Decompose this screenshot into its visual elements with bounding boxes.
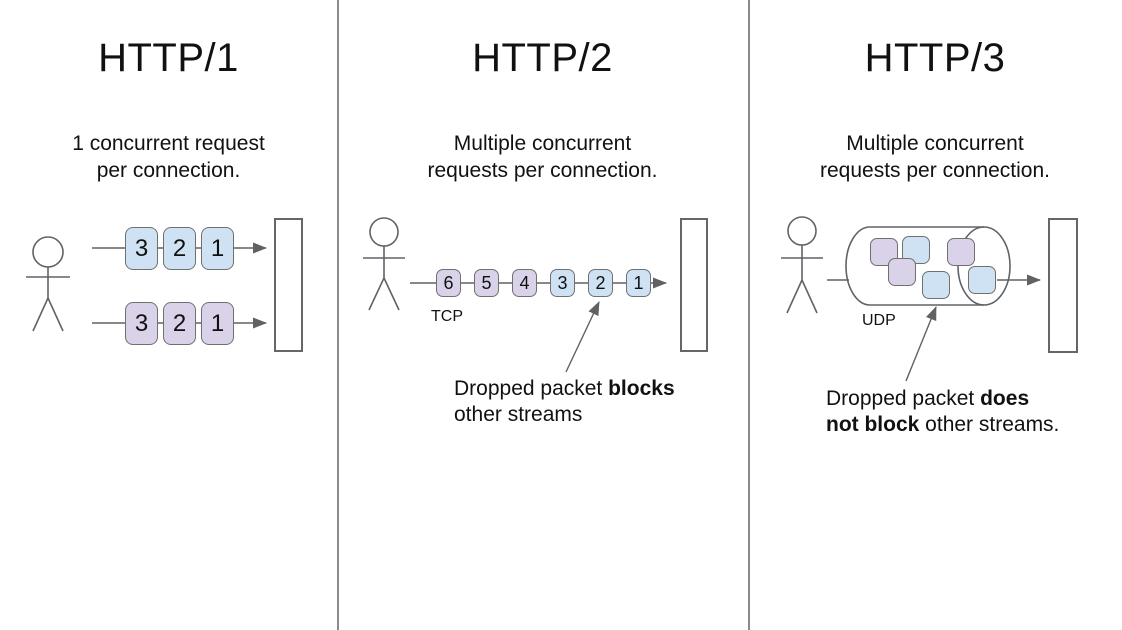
client-stick-figure-icon (781, 216, 823, 314)
http3-subtitle: Multiple concurrent requests per connect… (820, 132, 1050, 182)
tcp-label: TCP (431, 308, 463, 325)
packet: 3 (125, 227, 158, 270)
http3-title: HTTP/3 (864, 36, 1006, 80)
note-text: other streams. (919, 413, 1060, 436)
note-bold-text: blocks (608, 377, 675, 400)
http2-title: HTTP/2 (472, 36, 613, 80)
http1-title: HTTP/1 (98, 36, 239, 80)
udp-label: UDP (862, 312, 896, 329)
packet: 1 (626, 269, 651, 297)
note-text: Dropped packet (826, 387, 981, 410)
note-text: other streams (454, 403, 583, 426)
packet (870, 238, 898, 266)
udp-tube-icon (845, 226, 1011, 306)
packet: 2 (163, 227, 196, 270)
packet (947, 238, 975, 266)
packet: 5 (474, 269, 499, 297)
column-divider (748, 0, 750, 630)
http3-dropped-packet-arrow (905, 306, 937, 382)
packet: 3 (125, 302, 158, 345)
http2-dropped-packet-note: Dropped packet blocks other streams (454, 376, 704, 428)
http1-subtitle: 1 concurrent request per connection. (72, 132, 265, 182)
packet (922, 271, 950, 299)
column-divider (337, 0, 339, 630)
packet: 1 (201, 227, 234, 270)
http2-dropped-packet-arrow (565, 301, 600, 373)
server-icon (680, 218, 708, 352)
packet (902, 236, 930, 264)
server-icon (274, 218, 303, 352)
packet: 6 (436, 269, 461, 297)
client-stick-figure-icon (363, 217, 405, 311)
packet (888, 258, 916, 286)
packet: 1 (201, 302, 234, 345)
client-stick-figure-icon (26, 236, 70, 332)
packet: 2 (163, 302, 196, 345)
packet (968, 266, 996, 294)
server-icon (1048, 218, 1078, 353)
note-text: Dropped packet (454, 377, 609, 400)
packet: 2 (588, 269, 613, 297)
http3-dropped-packet-note: Dropped packet does not block other stre… (826, 386, 1086, 438)
packet: 3 (550, 269, 575, 297)
http2-subtitle: Multiple concurrent requests per connect… (427, 132, 658, 182)
note-bold-text: does not block (826, 387, 1030, 436)
packet: 4 (512, 269, 537, 297)
